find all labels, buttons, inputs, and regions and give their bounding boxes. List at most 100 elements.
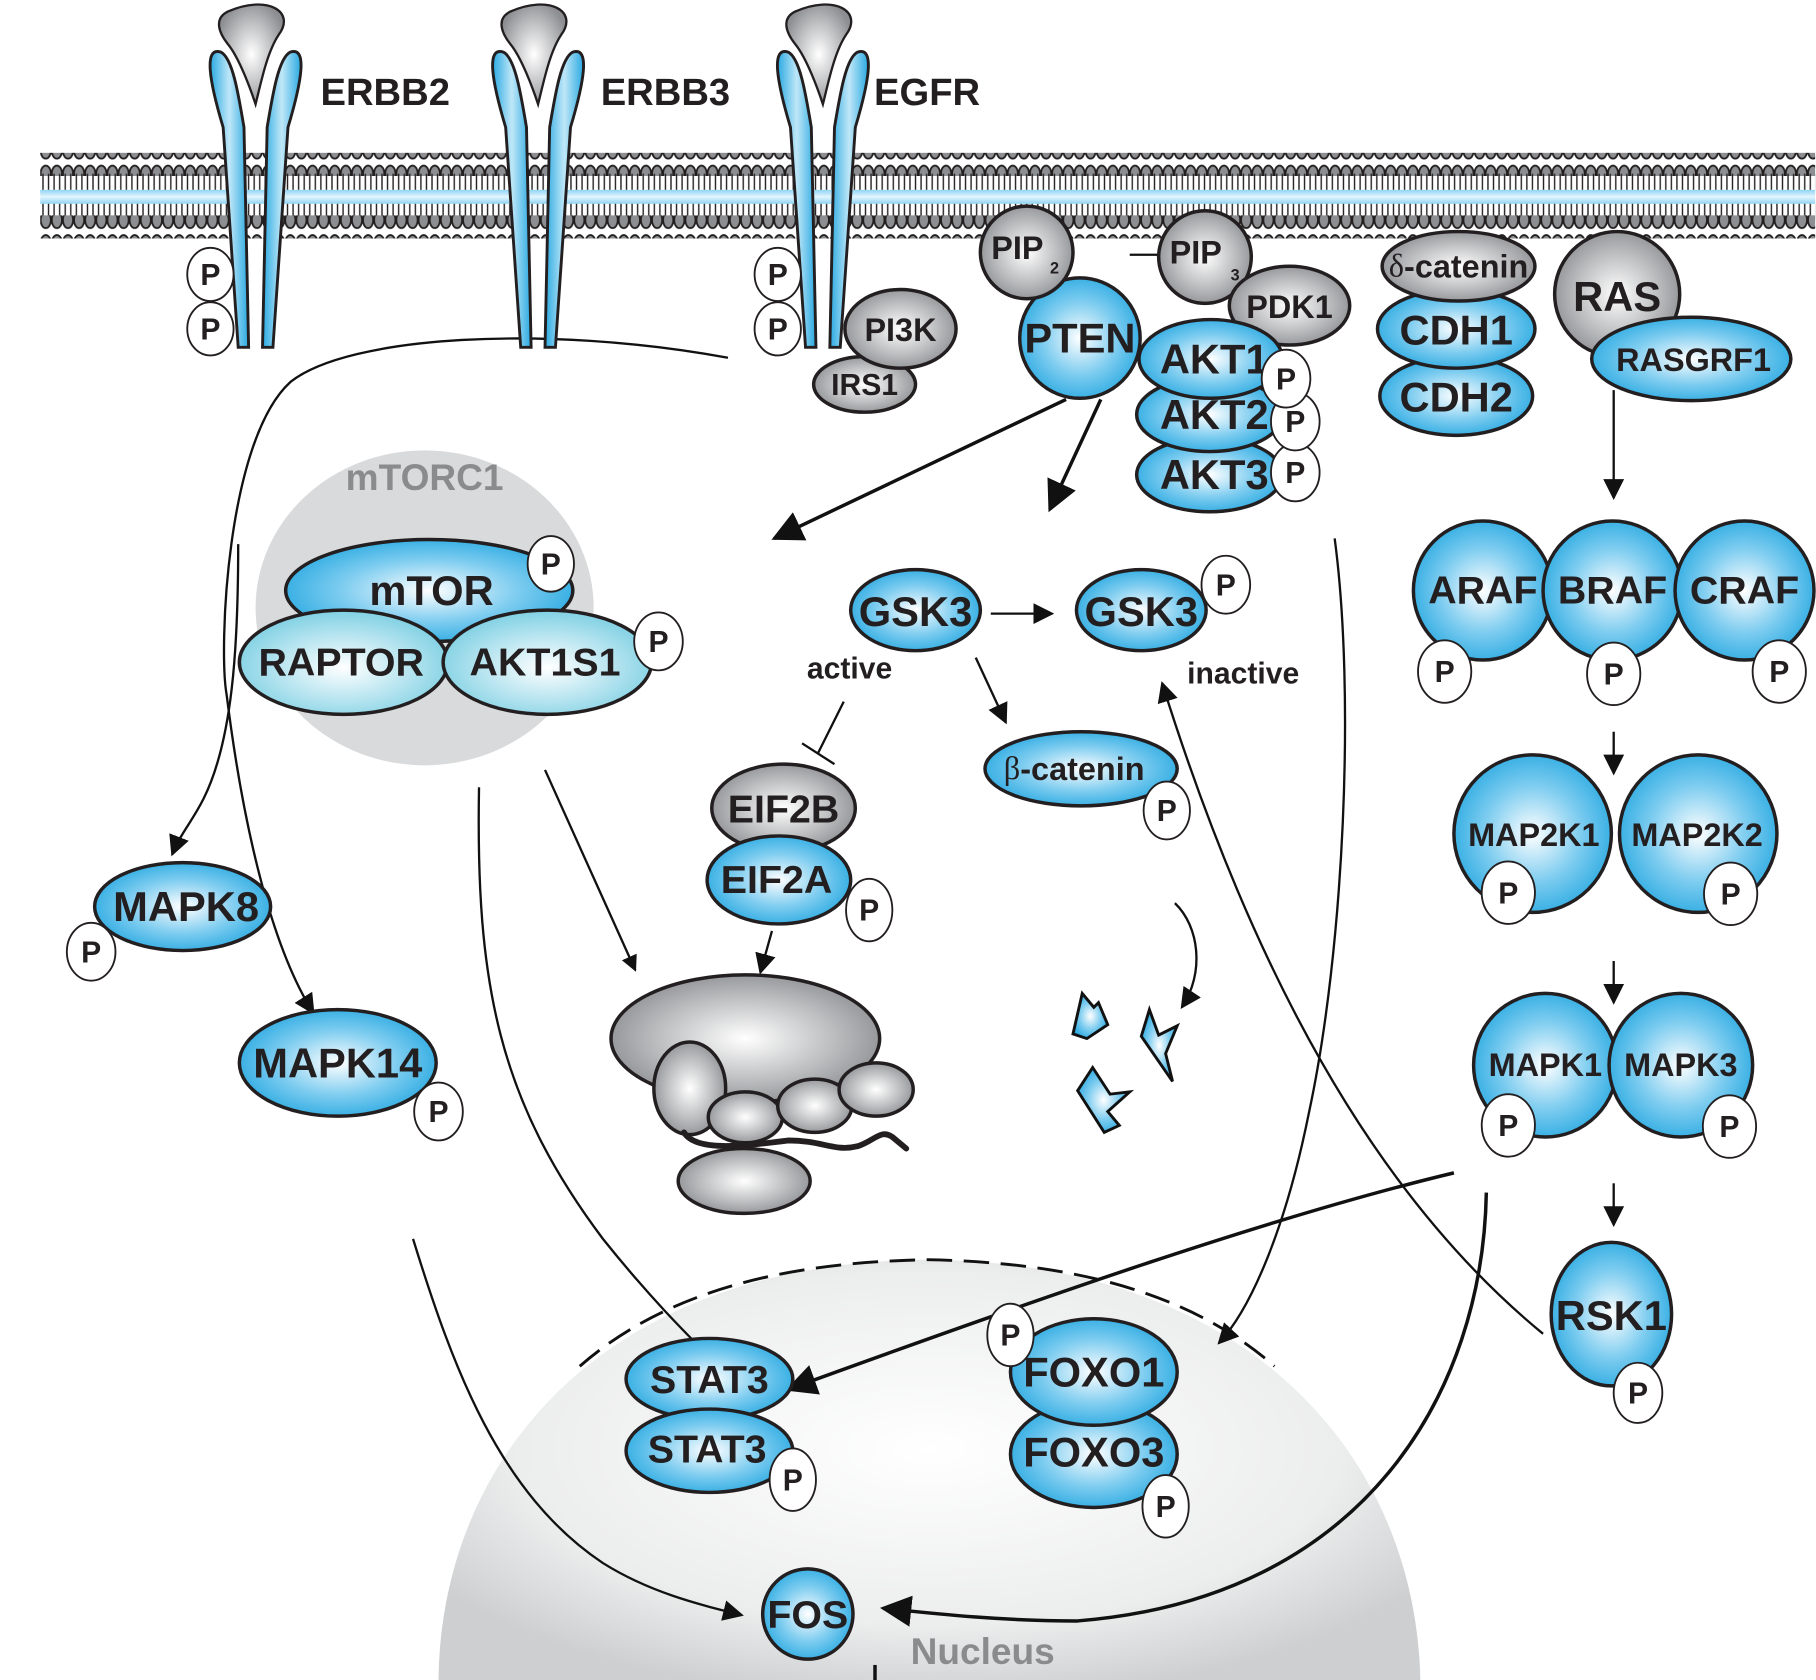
svg-text:P: P (200, 259, 220, 292)
lipid-pip3[interactable]: PIP 3 (1156, 208, 1254, 306)
protein-stat3-upper[interactable]: STAT3 (624, 1336, 795, 1422)
svg-text:P: P (648, 626, 668, 659)
protein-irs1[interactable]: IRS1 (811, 354, 918, 414)
svg-text:FOXO1: FOXO1 (1023, 1349, 1164, 1396)
protein-cdh1[interactable]: CDH1 (1375, 287, 1537, 370)
svg-text:STAT3: STAT3 (650, 1358, 769, 1402)
protein-rsk1[interactable]: RSK1 P (1549, 1240, 1674, 1424)
svg-text:RSK1: RSK1 (1556, 1292, 1667, 1339)
protein-pten[interactable]: PTEN (1017, 276, 1142, 401)
svg-text:P: P (428, 1096, 448, 1129)
svg-text:CRAF: CRAF (1690, 568, 1799, 612)
svg-text:PTEN: PTEN (1024, 315, 1135, 362)
protein-gsk3-inactive[interactable]: GSK3 P (1074, 554, 1252, 653)
protein-map2k1[interactable]: MAP2K1 P (1452, 753, 1614, 925)
protein-beta-catenin[interactable]: β-catenin P (983, 730, 1191, 841)
nucleus-body (438, 1259, 1421, 1680)
svg-text:AKT1: AKT1 (1160, 335, 1269, 382)
receptor-erbb2[interactable]: ERBB2 (208, 3, 450, 349)
degraded-fragments-icon (1071, 990, 1181, 1135)
arrow-eif2a-to-ribosome (755, 930, 776, 975)
nucleus: Nucleus (438, 1258, 1421, 1680)
svg-text:IRS1: IRS1 (831, 369, 898, 402)
inactive-label: inactive (1187, 657, 1299, 690)
svg-text:P: P (1435, 656, 1455, 689)
svg-text:EIF2B: EIF2B (728, 787, 840, 831)
arrow-pten-down (1047, 398, 1103, 513)
protein-akt3[interactable]: AKT3 P (1134, 435, 1321, 514)
svg-text:P: P (1000, 1320, 1020, 1353)
svg-text:FOS: FOS (767, 1593, 848, 1637)
protein-pi3k[interactable]: PI3K (843, 287, 958, 370)
receptor-erbb3[interactable]: ERBB3 (491, 3, 731, 349)
svg-text:MAPK14: MAPK14 (253, 1039, 422, 1086)
protein-araf[interactable]: ARAF P (1411, 519, 1555, 704)
active-label: active (807, 653, 892, 686)
svg-text:ARAF: ARAF (1428, 568, 1537, 612)
protein-mapk3[interactable]: MAPK3 P (1607, 991, 1758, 1159)
ligand-icon (785, 3, 853, 109)
svg-text:RAPTOR: RAPTOR (259, 640, 424, 684)
svg-text:MAPK8: MAPK8 (113, 883, 259, 930)
svg-text:P: P (1285, 457, 1305, 490)
svg-text:2: 2 (1050, 260, 1059, 278)
svg-text:PIP: PIP (991, 230, 1043, 266)
protein-gsk3-active[interactable]: GSK3 (848, 567, 983, 653)
arrow-rsk1-to-gsk3 (1157, 681, 1544, 1335)
svg-text:β-catenin: β-catenin (1004, 751, 1145, 787)
arrow-mapk14-to-fos (411, 1238, 744, 1621)
svg-text:P: P (541, 549, 561, 582)
receptor-label: ERBB2 (321, 71, 450, 114)
svg-text:FOXO3: FOXO3 (1023, 1428, 1164, 1475)
protein-eif2a[interactable]: EIF2A P (705, 834, 894, 943)
protein-akt1s1[interactable]: AKT1S1 P (441, 608, 684, 717)
svg-text:P: P (1719, 1111, 1739, 1144)
protein-rasgrf1[interactable]: RASGRF1 (1589, 315, 1793, 403)
arrow-gsk3-to-beta-catenin (974, 657, 1008, 725)
receptor-egfr[interactable]: EGFR (775, 3, 980, 349)
svg-text:P: P (1628, 1378, 1648, 1411)
protein-cdh2[interactable]: CDH2 (1378, 354, 1535, 438)
svg-text:mTOR: mTOR (369, 567, 493, 614)
protein-delta-catenin[interactable]: δ-catenin (1380, 229, 1537, 303)
svg-text:RAS: RAS (1573, 273, 1661, 320)
nuclear-envelope-dashed (578, 1258, 1276, 1368)
receptor-label: ERBB3 (601, 71, 730, 114)
protein-mapk14[interactable]: MAPK14 P (237, 1007, 464, 1142)
svg-text:MAP2K2: MAP2K2 (1631, 817, 1762, 853)
protein-mapk1[interactable]: MAPK1 P (1471, 991, 1619, 1158)
protein-fos[interactable]: FOS (760, 1567, 855, 1661)
protein-raptor[interactable]: RAPTOR (237, 608, 450, 717)
arrow-akt-to-foxo (1217, 538, 1347, 1345)
protein-mapk8[interactable]: MAPK8 P (65, 860, 273, 982)
protein-eif2b[interactable]: EIF2B (710, 762, 858, 854)
svg-text:PIP: PIP (1170, 234, 1222, 270)
protein-braf[interactable]: BRAF P (1541, 519, 1684, 707)
protein-craf[interactable]: CRAF P (1673, 519, 1816, 704)
svg-text:CDH1: CDH1 (1399, 306, 1512, 353)
svg-text:MAPK1: MAPK1 (1489, 1047, 1602, 1083)
svg-text:PDK1: PDK1 (1246, 289, 1332, 325)
lipid-pip2[interactable]: PIP 2 (978, 204, 1075, 301)
svg-text:GSK3: GSK3 (1085, 588, 1198, 635)
protein-stat3-lower[interactable]: STAT3 P (624, 1407, 817, 1512)
svg-text:P: P (1216, 569, 1236, 602)
arrow-pten-left (771, 397, 1067, 541)
protein-akt1[interactable]: AKT1 P (1137, 317, 1312, 409)
svg-text:MAP2K1: MAP2K1 (1468, 817, 1599, 853)
protein-pdk1[interactable]: PDK1 (1227, 264, 1352, 347)
arrow-to-mapk8 (169, 544, 240, 857)
svg-text:P: P (1498, 1110, 1518, 1143)
svg-text:3: 3 (1231, 267, 1240, 285)
svg-text:AKT3: AKT3 (1160, 451, 1269, 498)
protein-foxo3[interactable]: FOXO3 P (1008, 1399, 1190, 1539)
protein-foxo1[interactable]: FOXO1 P (986, 1302, 1179, 1428)
pathway-arrows (169, 253, 1625, 1627)
svg-text:EIF2A: EIF2A (721, 858, 833, 902)
svg-text:P: P (783, 1464, 803, 1497)
svg-text:RASGRF1: RASGRF1 (1616, 342, 1771, 378)
svg-text:P: P (1769, 656, 1789, 689)
protein-map2k2[interactable]: MAP2K2 P (1617, 753, 1779, 927)
arrow-mtorc1-to-stat3 (477, 787, 721, 1368)
